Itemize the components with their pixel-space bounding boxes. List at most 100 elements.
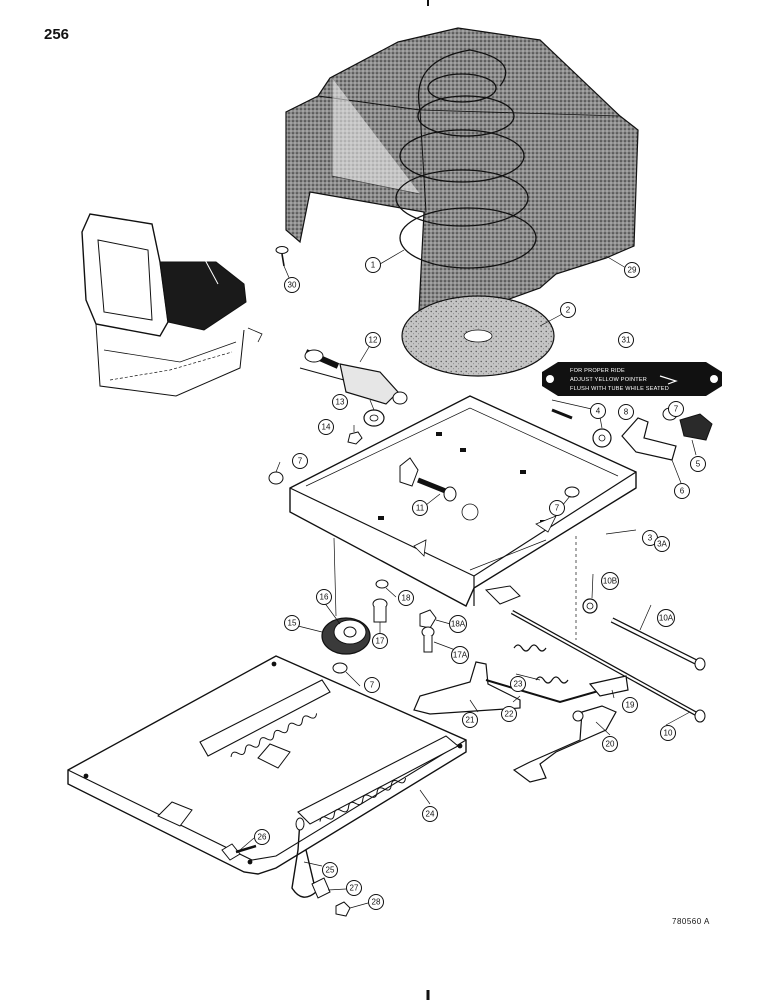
callout-18a: 18A [449,615,467,633]
svg-text:16: 16 [320,593,329,602]
bracket-part-20 [512,705,617,783]
callout-12: 12 [365,332,381,348]
svg-text:18: 18 [402,594,411,603]
svg-text:7: 7 [298,457,303,466]
rod-part-10 [510,610,706,723]
bolt-part-17A [421,626,435,653]
figure-code: 780560 A [672,917,710,926]
coil-spring-part-1 [395,49,537,269]
svg-text:8: 8 [624,408,629,417]
spacer-part-8 [592,428,612,448]
svg-text:15: 15 [288,619,297,628]
lever-part-6 [621,417,677,461]
svg-text:1: 1 [371,261,376,270]
callout-20: 20 [602,736,618,752]
callout-24: 24 [422,806,438,822]
callout-22: 22 [501,706,517,722]
callout-23: 23 [510,676,526,692]
bolt-part-17 [372,598,388,623]
svg-text:22: 22 [505,710,514,719]
callout-25: 25 [322,862,338,878]
svg-text:17A: 17A [453,651,468,660]
nut-part-28 [335,901,351,917]
svg-text:14: 14 [322,423,331,432]
svg-text:18A: 18A [451,620,466,629]
svg-text:5: 5 [696,460,701,469]
decal-line-3: FLUSH WITH TUBE WHILE SEATED [570,386,669,392]
callout-15: 15 [284,615,300,631]
callout-10: 10 [660,725,676,741]
lever-part-21 [413,661,521,715]
callout-7-center: 7 [549,500,565,516]
svg-text:10B: 10B [603,577,617,586]
callout-16: 16 [316,589,332,605]
callout-7-left: 7 [292,453,308,469]
screw-part-30 [275,246,289,267]
callout-2: 2 [560,302,576,318]
callout-28: 28 [368,894,384,910]
callout-21: 21 [462,712,478,728]
washer-part-7-lower [332,662,348,674]
callout-7-upper-right: 7 [668,401,684,417]
svg-text:2: 2 [566,306,571,315]
svg-text:7: 7 [370,681,375,690]
svg-text:6: 6 [680,487,685,496]
nut-part-14 [347,431,363,445]
callout-17: 17 [372,633,388,649]
seat-frame-part-3 [289,395,637,607]
callout-8-visible: 8 [618,404,634,420]
svg-text:27: 27 [350,884,359,893]
plate-part-27 [311,877,331,899]
complete-seat-illustration [81,213,263,397]
callout-10b: 10B [601,572,619,590]
callout-10a: 10A [657,609,675,627]
nut-part-18A [419,609,437,629]
decal-line-1: FOR PROPER RIDE [570,368,625,374]
pin-part-11 [417,477,457,502]
slide-base-part-24 [67,655,467,875]
svg-text:4: 4 [596,407,601,416]
callout-5: 5 [690,456,706,472]
svg-text:10A: 10A [659,614,674,623]
svg-text:23: 23 [514,680,523,689]
svg-text:24: 24 [426,810,435,819]
svg-text:12: 12 [369,336,378,345]
svg-text:31: 31 [622,336,631,345]
spring-part-23 [513,644,569,684]
seat-cover-part-29 [285,27,639,331]
svg-text:13: 13 [336,398,345,407]
svg-text:11: 11 [416,504,425,513]
callout-14: 14 [318,419,334,435]
callout-3a: 3A [654,536,670,552]
washer-part-18 [375,579,389,589]
svg-text:29: 29 [628,266,637,275]
nut-part-10B [582,598,598,614]
svg-text:25: 25 [326,866,335,875]
knob-part-5 [679,413,713,441]
svg-text:7: 7 [674,405,679,414]
callout-7-lower: 7 [364,677,380,693]
svg-text:3: 3 [648,534,653,543]
svg-text:20: 20 [606,740,615,749]
svg-text:19: 19 [626,701,635,710]
svg-text:30: 30 [288,281,297,290]
page-number: 256 [44,26,70,43]
bolt-part-26 [221,843,257,861]
svg-text:10: 10 [664,729,673,738]
svg-text:28: 28 [372,898,381,907]
svg-text:17: 17 [376,637,385,646]
pin-part-4 [551,408,573,420]
callout-19: 19 [622,697,638,713]
callout-27: 27 [346,880,362,896]
callout-17a: 17A [451,646,469,664]
lever-part-19 [588,675,629,697]
callout-18: 18 [398,590,414,606]
washer-part-7-left [268,471,284,485]
spring-base-plate-part-2 [401,295,555,377]
svg-text:3A: 3A [657,540,667,549]
callout-26: 26 [254,829,270,845]
callout-4: 4 [590,403,606,419]
decal-part-31: FOR PROPER RIDE ADJUST YELLOW POINTER FL… [542,362,722,396]
callout-29: 29 [624,262,640,278]
